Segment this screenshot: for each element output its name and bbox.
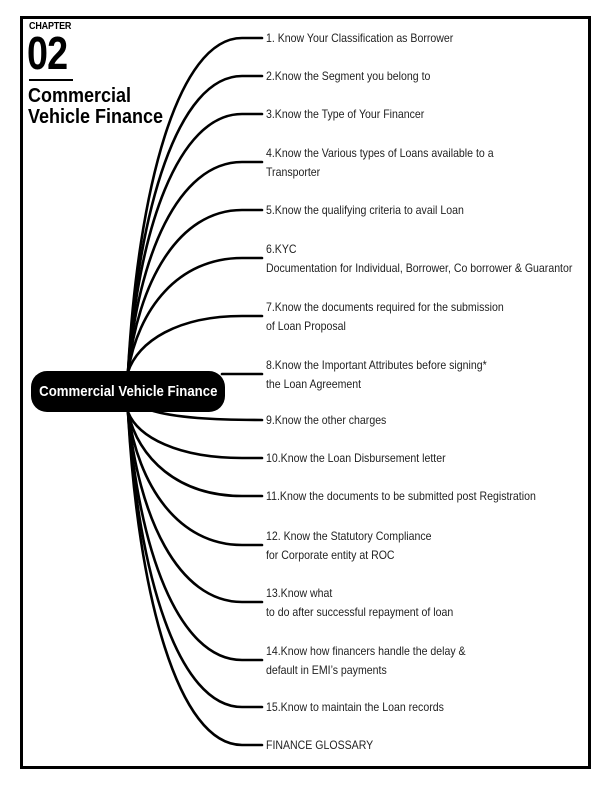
- branch-item-line: of Loan Proposal: [266, 319, 346, 333]
- branch-item-line: for Corporate entity at ROC: [266, 548, 395, 562]
- branch-connector: [126, 410, 264, 604]
- branch-item[interactable]: 1. Know Your Classification as Borrower: [266, 29, 453, 48]
- branch-item[interactable]: 9.Know the other charges: [266, 411, 386, 430]
- branch-item-line: 7.Know the documents required for the su…: [266, 300, 504, 314]
- branch-item-line: FINANCE GLOSSARY: [266, 738, 374, 752]
- branch-item-line: 10.Know the Loan Disbursement letter: [266, 451, 446, 465]
- branch-item-line: 5.Know the qualifying criteria to avail …: [266, 203, 464, 217]
- branch-item[interactable]: 8.Know the Important Attributes before s…: [266, 356, 487, 394]
- branch-item[interactable]: 11.Know the documents to be submitted po…: [266, 487, 536, 506]
- branch-connector: [126, 160, 264, 374]
- branch-item-line: 1. Know Your Classification as Borrower: [266, 31, 454, 45]
- branch-item-line: 9.Know the other charges: [266, 413, 387, 427]
- branch-connector: [126, 112, 264, 374]
- chapter-label: CHAPTER: [29, 21, 72, 32]
- chapter-title-line1: Commercial: [28, 85, 132, 107]
- branch-item-line: 6.KYC: [266, 242, 297, 256]
- chapter-title: Commercial Vehicle Finance: [28, 86, 163, 128]
- branch-item[interactable]: 3.Know the Type of Your Financer: [266, 105, 424, 124]
- branch-connector: [126, 410, 264, 498]
- branch-item-line: 8.Know the Important Attributes before s…: [266, 358, 487, 372]
- branch-connector: [126, 410, 264, 747]
- branch-item[interactable]: 12. Know the Statutory Compliance for Cor…: [266, 527, 432, 565]
- center-node[interactable]: Commercial Vehicle Finance: [31, 371, 225, 412]
- branch-connector: [126, 208, 264, 374]
- branch-item-line: default in EMI’s payments: [266, 663, 387, 677]
- branch-item-line: Documentation for Individual, Borrower, …: [266, 261, 573, 275]
- branch-item-line: 12. Know the Statutory Compliance: [266, 529, 432, 543]
- branch-connector: [126, 314, 264, 374]
- branch-connector: [148, 408, 264, 422]
- branch-item-line: 4.Know the Various types of Loans availa…: [266, 146, 494, 160]
- branch-item[interactable]: 6.KYC Documentation for Individual, Borro…: [266, 240, 572, 278]
- chapter-title-line2: Vehicle Finance: [28, 106, 164, 128]
- branch-connector: [126, 256, 264, 374]
- branch-item[interactable]: 14.Know how financers handle the delay &…: [266, 642, 466, 680]
- branch-item-line: 2.Know the Segment you belong to: [266, 69, 431, 83]
- branch-connector: [126, 410, 264, 460]
- branch-item-line: 13.Know what: [266, 586, 333, 600]
- center-node-label: Commercial Vehicle Finance: [38, 383, 218, 400]
- branch-item-line: 11.Know the documents to be submitted po…: [266, 489, 536, 503]
- branch-item[interactable]: 13.Know what to do after successful repay…: [266, 584, 453, 622]
- branch-item-line: 15.Know to maintain the Loan records: [266, 700, 444, 714]
- branch-item[interactable]: 15.Know to maintain the Loan records: [266, 698, 444, 717]
- branch-item[interactable]: 7.Know the documents required for the su…: [266, 298, 504, 336]
- branch-item-line: 14.Know how financers handle the delay &: [266, 644, 466, 658]
- branch-item[interactable]: 2.Know the Segment you belong to: [266, 67, 430, 86]
- branch-item-line: 3.Know the Type of Your Financer: [266, 107, 425, 121]
- page-border: [20, 16, 591, 769]
- branch-item-line: Transporter: [266, 165, 321, 179]
- branch-item-line: to do after successful repayment of loan: [266, 605, 454, 619]
- branch-item[interactable]: 5.Know the qualifying criteria to avail …: [266, 201, 464, 220]
- branch-item[interactable]: 10.Know the Loan Disbursement letter: [266, 449, 446, 468]
- branch-item[interactable]: FINANCE GLOSSARY: [266, 736, 373, 755]
- branch-connector: [126, 410, 264, 547]
- branch-item-line: the Loan Agreement: [266, 377, 362, 391]
- branch-connector: [126, 410, 264, 662]
- chapter-underline: [29, 79, 73, 81]
- chapter-number: 02: [27, 27, 68, 79]
- branch-item[interactable]: 4.Know the Various types of Loans availa…: [266, 144, 494, 182]
